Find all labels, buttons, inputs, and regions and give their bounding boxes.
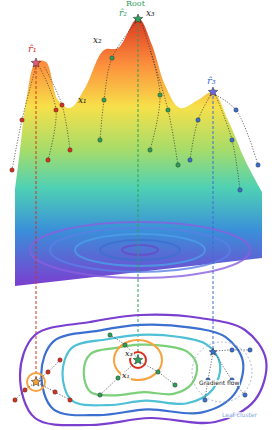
sample-point	[230, 138, 234, 142]
sample-point	[116, 376, 120, 380]
sample-point	[203, 398, 207, 402]
contour	[62, 335, 220, 406]
point-label: x₃	[124, 350, 134, 358]
trajectory	[190, 96, 210, 160]
projection-line	[138, 24, 139, 356]
sample-point	[20, 118, 24, 122]
trajectory	[142, 24, 160, 150]
contour	[84, 345, 197, 396]
sample-point	[53, 390, 57, 394]
trajectory	[40, 68, 56, 160]
cluster-circle	[192, 342, 252, 402]
sample-point	[98, 138, 102, 142]
point-label: r̂₁	[28, 44, 37, 54]
sample-point	[234, 108, 238, 112]
base-contour	[100, 240, 180, 260]
sample-point	[243, 393, 247, 397]
trajectory	[216, 96, 240, 190]
base-contour	[122, 245, 158, 255]
sample-point	[60, 103, 64, 107]
trajectory	[15, 382, 36, 400]
sample-point	[58, 358, 62, 362]
contour	[20, 315, 266, 426]
root-star	[133, 14, 143, 23]
root-star	[208, 87, 218, 96]
trajectory	[37, 360, 60, 380]
trajectory	[12, 66, 36, 170]
trajectory	[100, 22, 136, 140]
sample-point	[102, 98, 106, 102]
contour	[114, 340, 162, 380]
trajectory	[214, 94, 258, 165]
sample-point	[68, 398, 72, 402]
root-star	[209, 348, 217, 355]
sample-point	[166, 108, 170, 112]
sample-point	[156, 370, 160, 374]
root-star	[31, 58, 41, 67]
sample-point	[123, 343, 127, 347]
sample-point	[188, 158, 192, 162]
sample-point	[108, 333, 112, 337]
point-label: x₁	[121, 372, 131, 380]
base-contour	[50, 228, 230, 272]
sample-point	[176, 163, 180, 167]
trajectory	[38, 383, 70, 400]
point-label: x₁	[78, 96, 87, 105]
point-label: x₂	[93, 36, 102, 45]
sample-point	[196, 118, 200, 122]
trajectory	[150, 50, 178, 165]
root-star	[133, 355, 143, 364]
base-contour	[75, 234, 205, 266]
sample-point	[248, 348, 252, 352]
sample-point	[10, 168, 14, 172]
sample-point	[13, 398, 17, 402]
sample-point	[256, 163, 260, 167]
trajectory	[100, 362, 136, 395]
trajectory	[110, 335, 137, 358]
sample-point	[238, 188, 242, 192]
root-star	[31, 377, 41, 386]
projection-line	[213, 96, 214, 350]
contour	[27, 373, 45, 391]
annotation: Leaf cluster	[221, 412, 258, 418]
sample-point	[68, 148, 72, 152]
sample-point	[158, 93, 162, 97]
annotation: Gradient flow	[198, 380, 240, 386]
sample-point	[148, 148, 152, 152]
point-label: r̂₃	[207, 76, 216, 86]
point-label: x₃	[146, 9, 155, 18]
sample-point	[230, 348, 234, 352]
trajectory	[44, 66, 70, 150]
trajectory	[140, 362, 175, 385]
contour	[41, 325, 243, 416]
sample-point	[173, 383, 177, 387]
sample-point	[98, 393, 102, 397]
sample-point	[46, 158, 50, 162]
sample-point	[110, 56, 114, 60]
base-contour	[30, 222, 250, 278]
sample-point	[46, 370, 50, 374]
trajectory	[205, 353, 213, 400]
point-label: r̂₂	[119, 9, 127, 18]
sample-point	[23, 388, 27, 392]
trajectory	[215, 353, 245, 395]
root-label: Root	[126, 0, 145, 8]
sample-point	[54, 108, 58, 112]
